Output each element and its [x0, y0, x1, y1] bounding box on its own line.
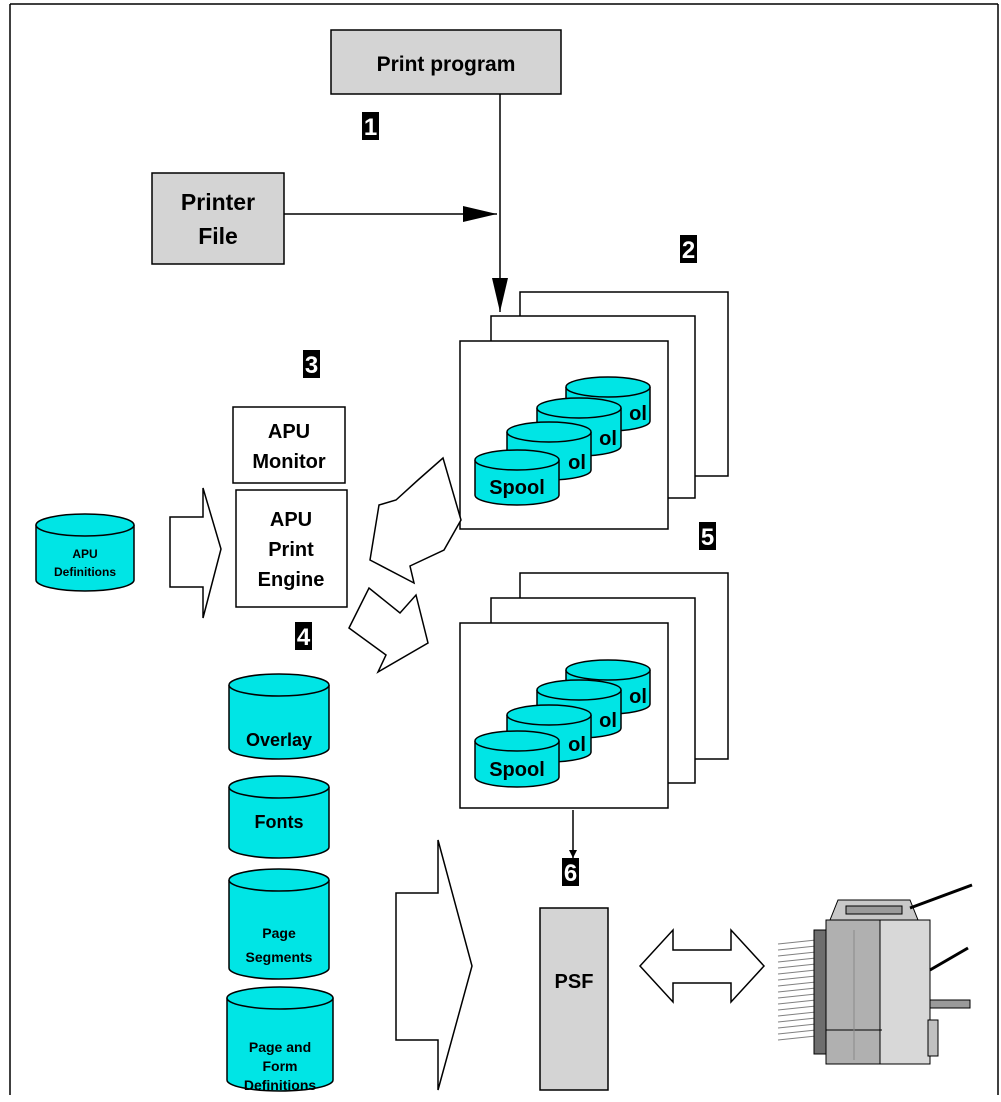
badge-1: 1 — [362, 112, 379, 141]
spool-to-engine-arrow — [369, 456, 462, 585]
page-segments-label-line1: Page — [262, 925, 296, 941]
fonts-cylinder: Fonts — [228, 775, 330, 859]
spool-cylinder-6-label: ol — [568, 734, 586, 756]
fonts-label: Fonts — [255, 812, 304, 832]
badge-5-label: 5 — [701, 524, 714, 551]
apu-engine-label-line1: APU — [270, 509, 312, 531]
printer-file-label-line2: File — [198, 223, 238, 249]
printer-file-box: Printer File — [151, 172, 285, 265]
spool-stack-input: ol ol ol Spool — [459, 291, 729, 530]
apu-monitor-label-line1: APU — [268, 421, 310, 443]
page-form-label-line2: Form — [263, 1058, 298, 1074]
overlay-cylinder: Overlay — [228, 673, 330, 760]
badge-5: 5 — [699, 522, 716, 551]
apu-print-engine-box: APU Print Engine — [235, 489, 348, 608]
psf-box: PSF — [539, 907, 609, 1091]
spool-cylinder-7-label: ol — [599, 710, 617, 732]
resources-to-psf-arrow — [395, 839, 473, 1091]
apu-monitor-label-line2: Monitor — [252, 451, 326, 473]
badge-2-label: 2 — [682, 237, 695, 264]
spool-cylinder-5-label: Spool — [489, 759, 545, 781]
spool-cylinder-5: Spool — [474, 730, 560, 788]
apu-engine-label-line3: Engine — [258, 569, 325, 591]
printer-icon — [777, 883, 973, 1065]
badge-6: 6 — [562, 858, 579, 887]
spool-cylinder-1-label: Spool — [489, 477, 545, 499]
engine-to-spool-arrow — [348, 586, 429, 674]
apu-engine-label-line2: Print — [268, 539, 314, 561]
apu-definitions-cylinder: APU Definitions — [35, 513, 135, 592]
badge-1-label: 1 — [364, 114, 377, 141]
printer-file-label-line1: Printer — [181, 189, 255, 215]
spool-cylinder-3-label: ol — [599, 428, 617, 450]
badge-2: 2 — [680, 235, 697, 264]
print-program-label: Print program — [377, 53, 516, 76]
psf-printer-bidirectional-arrow — [638, 928, 766, 1004]
page-form-definitions-cylinder: Page and Form Definitions — [226, 986, 334, 1093]
apu-monitor-box: APU Monitor — [232, 406, 346, 484]
badge-6-label: 6 — [564, 860, 577, 887]
apu-definitions-label-line1: APU — [72, 547, 97, 561]
page-segments-cylinder: Page Segments — [228, 868, 330, 980]
badge-4: 4 — [295, 622, 312, 651]
spool-cylinder-1: Spool — [474, 449, 560, 506]
apu-definitions-label-line2: Definitions — [54, 565, 116, 579]
print-program-box: Print program — [330, 29, 562, 95]
badge-3: 3 — [303, 350, 320, 379]
spool-cylinder-4-label: ol — [629, 403, 647, 425]
page-segments-label-line2: Segments — [246, 949, 313, 965]
psf-label: PSF — [555, 971, 594, 993]
spool-cylinder-2-label: ol — [568, 452, 586, 474]
spool-cylinder-8-label: ol — [629, 686, 647, 708]
definitions-to-engine-arrow — [169, 487, 222, 619]
badge-3-label: 3 — [305, 352, 318, 379]
spool-stack-output: ol ol ol Spool — [459, 572, 729, 809]
page-form-label-line1: Page and — [249, 1039, 311, 1055]
overlay-label: Overlay — [246, 730, 312, 750]
badge-4-label: 4 — [297, 624, 311, 651]
page-form-label-line3: Definitions — [244, 1077, 317, 1093]
